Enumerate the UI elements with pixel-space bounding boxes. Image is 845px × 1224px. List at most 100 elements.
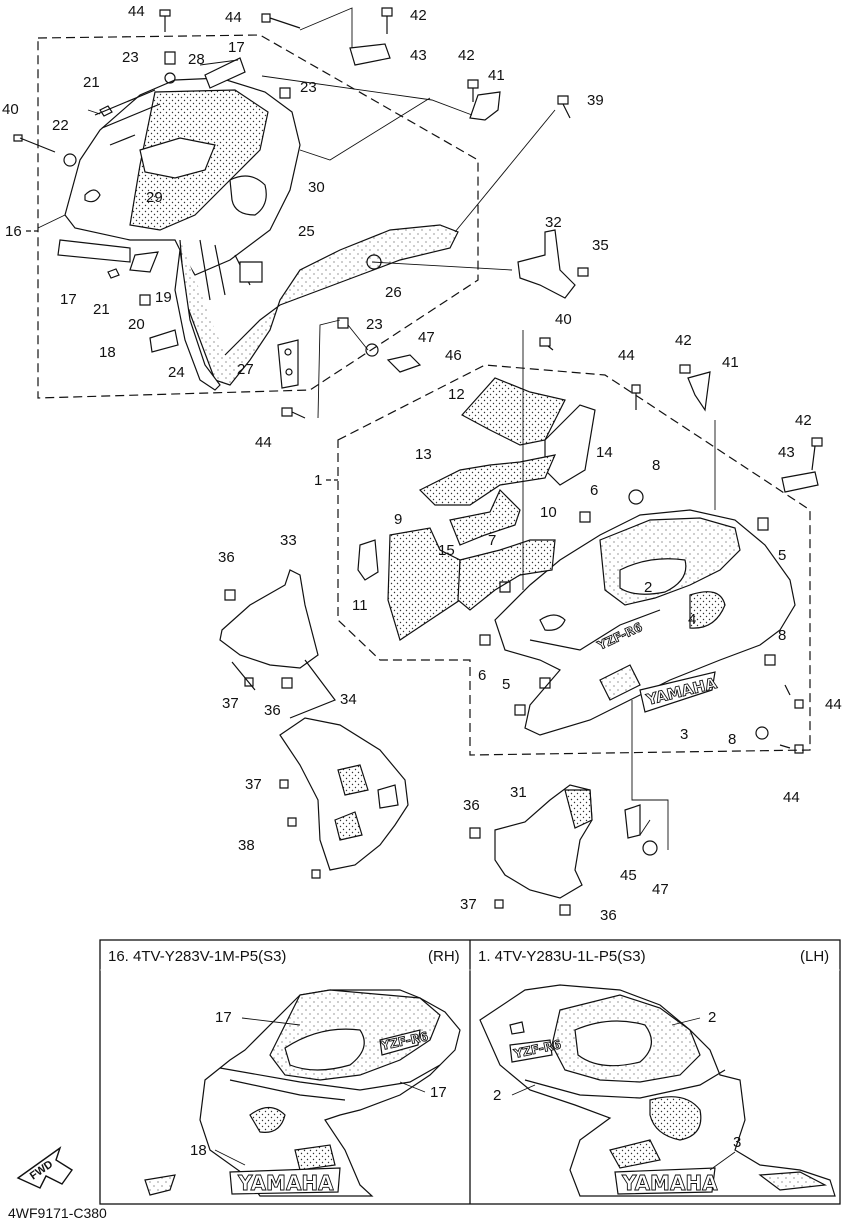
inset-callout-2: 2 xyxy=(493,1087,502,1104)
decal-yamaha-lh: YAMAHA xyxy=(621,1171,718,1195)
callout-37: 37 xyxy=(460,896,477,913)
callout-28: 28 xyxy=(188,51,205,68)
lower-side-cowling-1 xyxy=(494,509,796,736)
inner-panel-31 xyxy=(494,784,593,899)
callout-18: 18 xyxy=(99,344,116,361)
callout-36: 36 xyxy=(218,549,235,566)
panel-13 xyxy=(418,454,557,506)
callout-12: 12 xyxy=(448,386,465,403)
inset-rh-side: (RH) xyxy=(428,948,460,965)
callout-10: 10 xyxy=(540,504,557,521)
callout-36: 36 xyxy=(463,797,480,814)
group-16-outline xyxy=(37,34,479,399)
callout-41: 41 xyxy=(722,354,739,371)
callout-23: 23 xyxy=(122,49,139,66)
callout-45: 45 xyxy=(620,867,637,884)
panel-12 xyxy=(461,377,566,446)
inner-panel-34 xyxy=(279,717,409,871)
inset-callout-18: 18 xyxy=(190,1142,207,1159)
callout-33: 33 xyxy=(280,532,297,549)
callout-46: 46 xyxy=(445,347,462,364)
inset-rh-cowling xyxy=(144,989,461,1197)
inset-callout-3: 3 xyxy=(733,1134,742,1151)
stay-41-upper xyxy=(469,91,501,121)
callout-17: 17 xyxy=(228,39,245,56)
callout-8: 8 xyxy=(728,731,737,748)
callout-22: 22 xyxy=(52,117,69,134)
drawing-code: 4WF9171-C380 xyxy=(8,1205,107,1221)
callout-37: 37 xyxy=(222,695,239,712)
panel-15 xyxy=(449,488,521,546)
callout-16: 16 xyxy=(5,223,22,240)
callout-1: 1 xyxy=(314,472,323,489)
callout-27: 27 xyxy=(237,361,254,378)
callout-44: 44 xyxy=(783,789,800,806)
fasteners-upper xyxy=(13,7,589,419)
callout-24: 24 xyxy=(168,364,185,381)
callout-34: 34 xyxy=(340,691,357,708)
callout-8: 8 xyxy=(778,627,787,644)
callout-19: 19 xyxy=(155,289,172,306)
callout-42: 42 xyxy=(410,7,427,24)
callout-39: 39 xyxy=(587,92,604,109)
callout-4: 4 xyxy=(688,611,697,628)
inset-lh-title: 1. 4TV-Y283U-1L-P5(S3) xyxy=(478,948,646,965)
callout-41: 41 xyxy=(488,67,505,84)
callout-13: 13 xyxy=(415,446,432,463)
callout-38: 38 xyxy=(238,837,255,854)
inset-lh-cowling xyxy=(479,984,836,1197)
decal-3 xyxy=(639,671,716,713)
inset-leader-lines xyxy=(214,1017,736,1171)
callout-36: 36 xyxy=(600,907,617,924)
callout-47: 47 xyxy=(652,881,669,898)
callout-40: 40 xyxy=(2,101,19,118)
callout-40: 40 xyxy=(555,311,572,328)
callout-21: 21 xyxy=(83,74,100,91)
callout-14: 14 xyxy=(596,444,613,461)
group-1-outline xyxy=(337,364,811,756)
bracket-11 xyxy=(357,539,379,581)
callout-9: 9 xyxy=(394,511,403,528)
callout-5: 5 xyxy=(502,676,511,693)
bracket-45 xyxy=(624,804,641,839)
callout-36: 36 xyxy=(264,702,281,719)
callout-31: 31 xyxy=(510,784,527,801)
callout-30: 30 xyxy=(308,179,325,196)
inset-callout-17: 17 xyxy=(215,1009,232,1026)
callout-44: 44 xyxy=(128,3,145,20)
inset-rh-title: 16. 4TV-Y283V-1M-P5(S3) xyxy=(108,948,287,965)
bracket-27 xyxy=(277,339,299,389)
strip-17-top xyxy=(204,57,246,89)
callout-42: 42 xyxy=(795,412,812,429)
inner-panel-33 xyxy=(219,569,319,669)
callout-37: 37 xyxy=(245,776,262,793)
callout-21: 21 xyxy=(93,301,110,318)
upper-side-cowling-16 xyxy=(64,77,459,391)
callout-35: 35 xyxy=(592,237,609,254)
callout-43: 43 xyxy=(778,444,795,461)
panel-10 xyxy=(457,539,556,611)
callout-8: 8 xyxy=(652,457,661,474)
callout-11: 11 xyxy=(352,597,368,614)
callout-47: 47 xyxy=(418,329,435,346)
callout-29: 29 xyxy=(146,189,163,206)
callout-26: 26 xyxy=(385,284,402,301)
callout-44: 44 xyxy=(255,434,272,451)
callout-42: 42 xyxy=(675,332,692,349)
fwd-arrow-icon xyxy=(16,1146,74,1189)
callout-44: 44 xyxy=(825,696,842,713)
callout-25: 25 xyxy=(298,223,315,240)
callout-6: 6 xyxy=(590,482,599,499)
decal-yamaha-rh: YAMAHA xyxy=(237,1171,334,1195)
callout-15: 15 xyxy=(438,542,455,559)
callout-23: 23 xyxy=(300,79,317,96)
callout-32: 32 xyxy=(545,214,562,231)
fasteners-lower xyxy=(479,364,823,754)
callout-17: 17 xyxy=(60,291,77,308)
leader-lines-lower xyxy=(522,330,716,850)
callout-20: 20 xyxy=(128,316,145,333)
callout-2: 2 xyxy=(644,579,653,596)
strip-18 xyxy=(149,329,179,353)
callout-6: 6 xyxy=(478,667,487,684)
callout-43: 43 xyxy=(410,47,427,64)
